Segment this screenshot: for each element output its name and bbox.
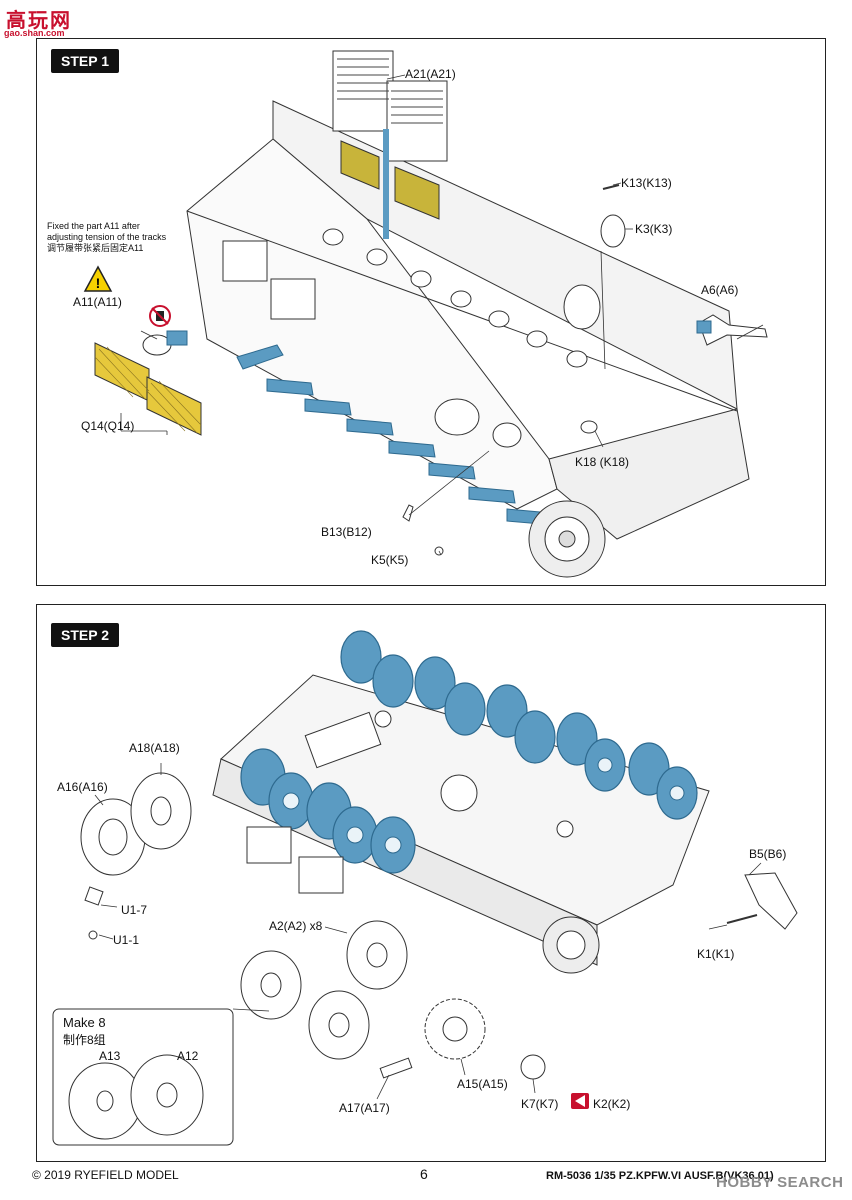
label-q14: Q14(Q14) bbox=[81, 419, 135, 433]
watermark-site: gao.shan.com bbox=[4, 28, 65, 38]
label-a17: A17(A17) bbox=[339, 1101, 390, 1115]
label-a21: A21(A21) bbox=[405, 67, 456, 81]
label-b13: B13(B12) bbox=[321, 525, 372, 539]
step1-panel: STEP 1 bbox=[36, 38, 826, 586]
step1-tag: STEP 1 bbox=[51, 49, 119, 73]
label-k5: K5(K5) bbox=[371, 553, 409, 567]
svg-text:!: ! bbox=[96, 275, 101, 291]
step2-tag: STEP 2 bbox=[51, 623, 119, 647]
label-u17: U1-7 bbox=[121, 903, 148, 917]
make8-a13: A13 bbox=[99, 1049, 121, 1063]
make8-a12: A12 bbox=[177, 1049, 199, 1063]
label-a16: A16(A16) bbox=[57, 780, 108, 794]
label-a15: A15(A15) bbox=[457, 1077, 508, 1091]
footer-page-number: 6 bbox=[420, 1166, 428, 1182]
label-k13: K13(K13) bbox=[621, 176, 672, 190]
label-a11: A11(A11) bbox=[73, 295, 122, 309]
label-a2: A2(A2) x8 bbox=[269, 919, 323, 933]
step1-note-line3: 调节履带张紧后固定A11 bbox=[47, 243, 144, 253]
label-a6: A6(A6) bbox=[701, 283, 739, 297]
step1-diagram bbox=[94, 50, 768, 578]
label-k1: K1(K1) bbox=[697, 947, 735, 961]
footer-copyright: © 2019 RYEFIELD MODEL bbox=[32, 1168, 179, 1182]
step2-panel: STEP 2 bbox=[36, 604, 826, 1162]
label-k3: K3(K3) bbox=[635, 222, 673, 236]
glue-icon bbox=[149, 305, 171, 327]
label-u11: U1-1 bbox=[113, 933, 140, 947]
warning-icon: ! bbox=[83, 265, 113, 292]
label-k2: K2(K2) bbox=[593, 1097, 631, 1111]
footer-product: RM-5036 1/35 PZ.KPFW.VI AUSF.B(VK36.01) bbox=[546, 1170, 774, 1182]
step1-note-line1: Fixed the part A11 after bbox=[47, 221, 140, 231]
watermark-hobbysearch: HOBBY SEARCH bbox=[716, 1174, 844, 1191]
label-k18: K18 (K18) bbox=[575, 455, 630, 469]
make8-subtitle: 制作8组 bbox=[63, 1033, 106, 1047]
label-b5: B5(B6) bbox=[749, 847, 787, 861]
make8-title: Make 8 bbox=[63, 1015, 106, 1030]
label-a18: A18(A18) bbox=[129, 741, 180, 755]
step2-diagram bbox=[52, 630, 798, 1146]
step1-note-line2: adjusting tension of the tracks bbox=[47, 232, 167, 242]
watermark-logo: 高玩网 bbox=[6, 10, 72, 32]
label-k7: K7(K7) bbox=[521, 1097, 559, 1111]
